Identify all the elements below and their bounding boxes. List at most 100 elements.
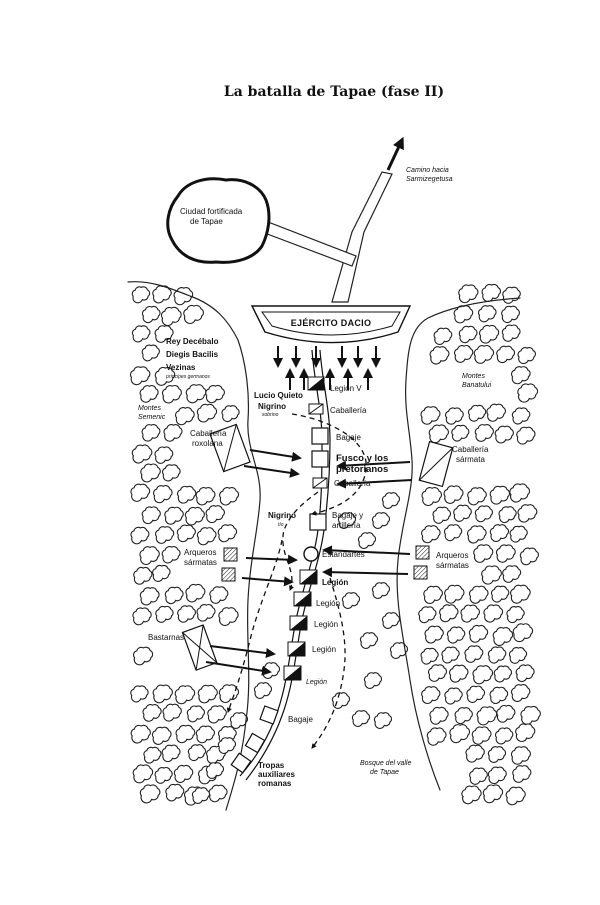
tree-cluster bbox=[209, 586, 229, 604]
attack-arrows bbox=[205, 449, 413, 676]
tree-cluster bbox=[421, 525, 441, 544]
tree-cluster bbox=[133, 566, 153, 585]
tree-cluster bbox=[511, 366, 531, 385]
tree-cluster bbox=[483, 604, 504, 623]
tree-cluster bbox=[129, 366, 151, 386]
tree-cluster bbox=[512, 765, 532, 783]
tree-cluster bbox=[426, 727, 447, 746]
label-artilleria: artillería bbox=[332, 521, 361, 530]
tree-cluster bbox=[506, 606, 525, 624]
tree-cluster bbox=[478, 305, 497, 323]
tree-cluster bbox=[441, 646, 460, 664]
label-semenic: Semenic bbox=[138, 414, 166, 421]
tree-cluster bbox=[424, 625, 444, 644]
label-legion-1: Legión bbox=[322, 578, 348, 587]
tree-cluster bbox=[151, 726, 172, 745]
legion-unit-2 bbox=[293, 591, 312, 607]
tree-cluster bbox=[174, 685, 196, 705]
forest-trees bbox=[129, 283, 541, 806]
label-vezinas: Vezinas bbox=[166, 363, 196, 372]
tree-cluster bbox=[451, 424, 470, 442]
tree-cluster bbox=[176, 524, 196, 543]
label-bagaje-y: Bagaje y bbox=[332, 511, 363, 520]
tree-cluster bbox=[139, 385, 159, 403]
bagaje-unit-1 bbox=[311, 427, 329, 445]
tree-cluster bbox=[130, 685, 149, 703]
label-bosque: Bosque del valle bbox=[360, 760, 411, 767]
camino-arrow bbox=[386, 136, 404, 171]
legion-unit-1 bbox=[299, 569, 318, 585]
tree-cluster bbox=[196, 403, 218, 423]
estandartes-unit bbox=[303, 546, 319, 562]
tree-cluster bbox=[177, 605, 196, 623]
tree-cluster bbox=[196, 527, 217, 546]
legion-unit-3 bbox=[289, 615, 308, 631]
tree-cluster bbox=[359, 632, 379, 649]
valley-right-edge bbox=[396, 297, 521, 791]
tree-cluster bbox=[363, 672, 383, 689]
bastarnas-unit bbox=[181, 624, 218, 671]
tree-cluster bbox=[496, 705, 516, 723]
label-nigrino-sobrino: Nigrino bbox=[258, 402, 286, 411]
label-estandartes: Estandartes bbox=[322, 550, 365, 559]
tree-cluster bbox=[205, 762, 225, 779]
tree-cluster bbox=[487, 646, 507, 664]
tree-cluster bbox=[184, 506, 205, 526]
tree-cluster bbox=[154, 325, 174, 343]
tree-cluster bbox=[512, 623, 534, 643]
tree-cluster bbox=[381, 612, 401, 629]
tree-cluster bbox=[486, 403, 506, 422]
label-de-tapae: de Tapae bbox=[190, 217, 223, 226]
tree-cluster bbox=[196, 604, 216, 622]
tree-cluster bbox=[131, 444, 153, 464]
label-valle-tapae: de Tapae bbox=[370, 769, 399, 776]
label-tropas: Tropas bbox=[258, 761, 285, 770]
tree-cluster bbox=[458, 284, 479, 304]
tree-cluster bbox=[185, 583, 206, 603]
tree-cluster bbox=[421, 487, 442, 506]
tree-cluster bbox=[490, 585, 510, 603]
tree-cluster bbox=[253, 682, 273, 699]
tree-cluster bbox=[461, 785, 482, 805]
tree-cluster bbox=[509, 483, 531, 503]
tree-cluster bbox=[351, 710, 371, 727]
tree-cluster bbox=[460, 604, 480, 623]
tree-cluster bbox=[371, 582, 391, 599]
tree-cluster bbox=[418, 606, 437, 624]
tree-cluster bbox=[493, 665, 513, 683]
tree-cluster bbox=[465, 744, 485, 763]
tree-cluster bbox=[517, 347, 536, 365]
tree-cluster bbox=[443, 485, 464, 504]
label-roxolana: roxolana bbox=[192, 439, 223, 448]
label-principes-germanos: príncipes germanos bbox=[165, 374, 210, 380]
caballeria-unit-2 bbox=[312, 477, 328, 489]
tree-cluster bbox=[467, 525, 487, 544]
tree-cluster bbox=[161, 744, 181, 763]
tree-cluster bbox=[152, 285, 172, 304]
tree-cluster bbox=[468, 624, 489, 643]
road-to-tapae bbox=[261, 221, 357, 267]
tree-cluster bbox=[443, 524, 463, 542]
tree-cluster bbox=[173, 764, 194, 783]
tree-cluster bbox=[373, 712, 393, 729]
label-sobrino: sobrino bbox=[262, 412, 279, 418]
tree-cluster bbox=[207, 705, 227, 724]
tree-cluster bbox=[381, 492, 401, 509]
tree-cluster bbox=[464, 645, 484, 663]
tree-cluster bbox=[492, 627, 514, 646]
tree-cluster bbox=[175, 407, 195, 426]
tree-cluster bbox=[453, 305, 474, 324]
label-sarmatas-left: sármatas bbox=[184, 558, 217, 567]
tree-cluster bbox=[197, 684, 218, 704]
tree-cluster bbox=[218, 684, 240, 703]
tree-cluster bbox=[337, 512, 357, 529]
tree-cluster bbox=[191, 787, 211, 804]
tree-cluster bbox=[520, 706, 541, 725]
tree-cluster bbox=[218, 607, 239, 626]
tree-cluster bbox=[476, 706, 498, 726]
label-caballeria-1: Caballería bbox=[330, 406, 367, 415]
tree-cluster bbox=[152, 564, 171, 582]
tree-cluster bbox=[517, 383, 539, 403]
tree-cluster bbox=[195, 725, 215, 744]
tree-cluster bbox=[139, 784, 161, 804]
